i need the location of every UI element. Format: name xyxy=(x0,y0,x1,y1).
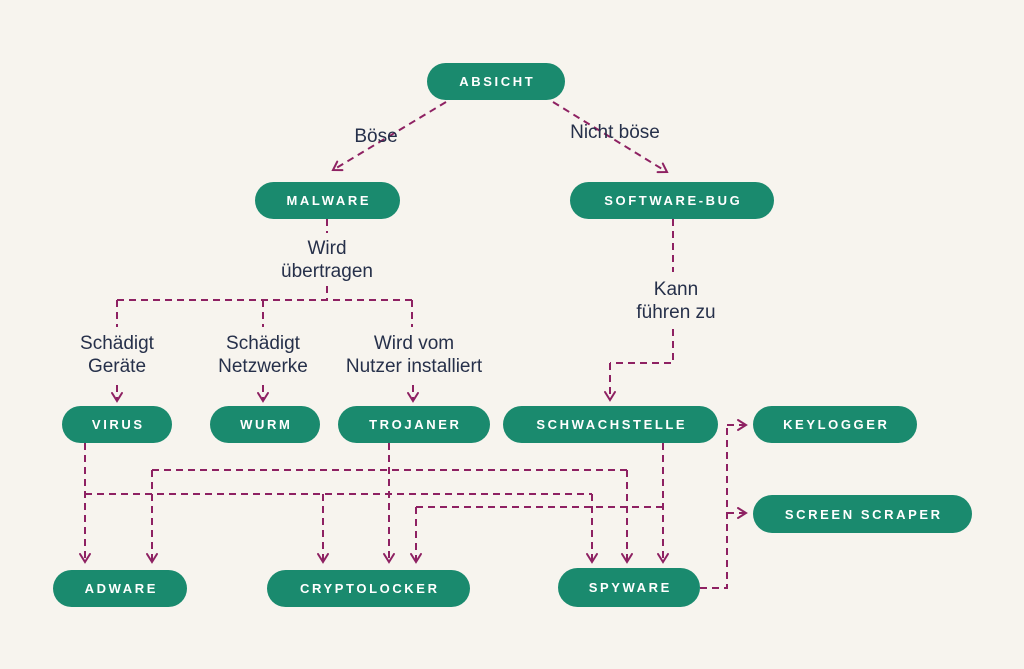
edge-label-wird-vom-nutzer: Wird vom Nutzer installiert xyxy=(345,333,483,377)
edge-softwarebug-plumbing xyxy=(610,219,674,364)
node-schwachstelle: SCHWACHSTELLE xyxy=(503,406,718,443)
edge-absicht-softwarebug xyxy=(552,101,669,174)
node-absicht: ABSICHT xyxy=(427,63,565,100)
node-trojaner: TROJANER xyxy=(338,406,490,443)
edge-label-wird-uebertragen: Wird übertragen xyxy=(281,238,373,282)
node-wurm: WURM xyxy=(210,406,320,443)
edge-malware-branch-plumbing xyxy=(116,219,413,327)
edge-label-schaedigt-netzwerke: Schädigt Netzwerke xyxy=(218,333,308,377)
node-spyware: SPYWARE xyxy=(558,568,700,607)
edge-label-schaedigt-geraete: Schädigt Geräte xyxy=(80,333,154,377)
edge-absicht-malware xyxy=(331,101,447,172)
node-screen-scraper: SCREEN SCRAPER xyxy=(753,495,972,533)
node-cryptolocker: CRYPTOLOCKER xyxy=(267,570,470,607)
edge-spyware-riser xyxy=(700,425,728,589)
node-adware: ADWARE xyxy=(53,570,187,607)
node-malware: MALWARE xyxy=(255,182,400,219)
edge-label-nicht-boese: Nicht böse xyxy=(570,122,660,143)
node-software-bug: SOFTWARE-BUG xyxy=(570,182,774,219)
node-keylogger: KEYLOGGER xyxy=(753,406,917,443)
edge-label-kann-fuehren-zu: Kann führen zu xyxy=(636,279,716,323)
edge-label-boese: Böse xyxy=(354,126,398,147)
node-virus: VIRUS xyxy=(62,406,172,443)
